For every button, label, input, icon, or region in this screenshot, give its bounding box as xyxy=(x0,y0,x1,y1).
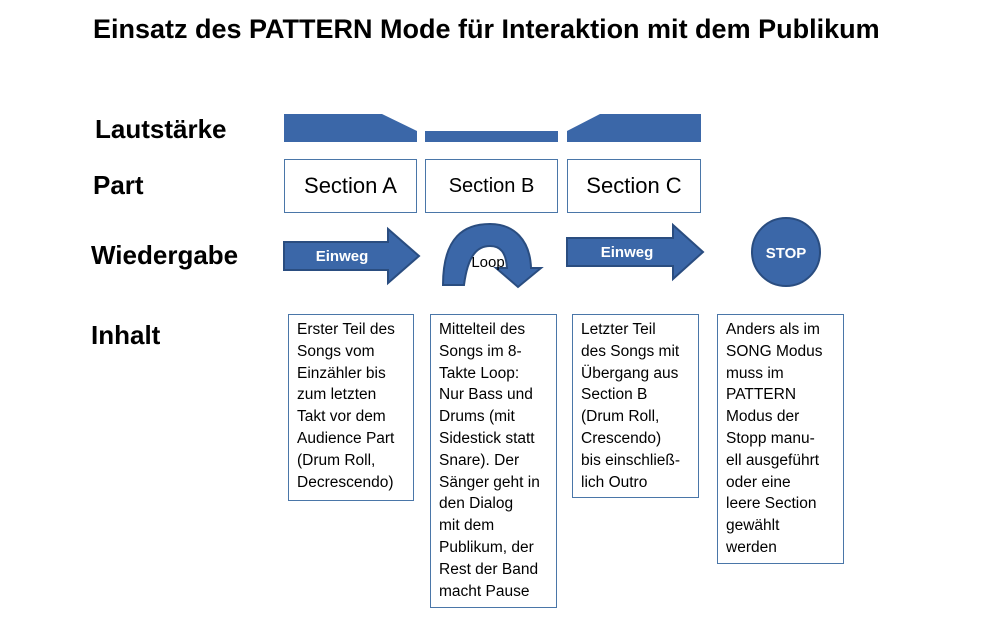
arrow-c xyxy=(566,222,705,282)
row-label-content: Inhalt xyxy=(91,320,161,350)
content-box-stop: Anders als im SONG Modus muss im PATTERN… xyxy=(717,314,844,564)
section-c-box: Section C xyxy=(567,159,701,213)
volume-bar-a xyxy=(284,114,417,142)
loop-arrow-b xyxy=(441,222,544,289)
loop-label: Loop xyxy=(471,254,504,271)
stop-label: STOP xyxy=(766,245,807,262)
row-label-volume: Lautstärke xyxy=(95,114,227,144)
volume-bar-c xyxy=(567,114,701,142)
section-b-box: Section B xyxy=(425,159,558,213)
content-box-b: Mittelteil des Songs im 8- Takte Loop: N… xyxy=(430,314,557,608)
page-title: Einsatz des PATTERN Mode für Interaktion… xyxy=(93,14,880,44)
content-box-a: Erster Teil des Songs vom Einzähler bis … xyxy=(288,314,414,501)
stop-circle xyxy=(751,217,821,287)
volume-bar-b xyxy=(425,131,558,142)
arrow-a-label: Einweg xyxy=(316,248,369,265)
section-a-box: Section A xyxy=(284,159,417,213)
arrow-c-label: Einweg xyxy=(601,244,654,261)
arrow-a xyxy=(283,226,421,286)
row-label-part: Part xyxy=(93,170,144,200)
row-label-playback: Wiedergabe xyxy=(91,240,239,270)
content-box-c: Letzter Teil des Songs mit Übergang aus … xyxy=(572,314,699,498)
